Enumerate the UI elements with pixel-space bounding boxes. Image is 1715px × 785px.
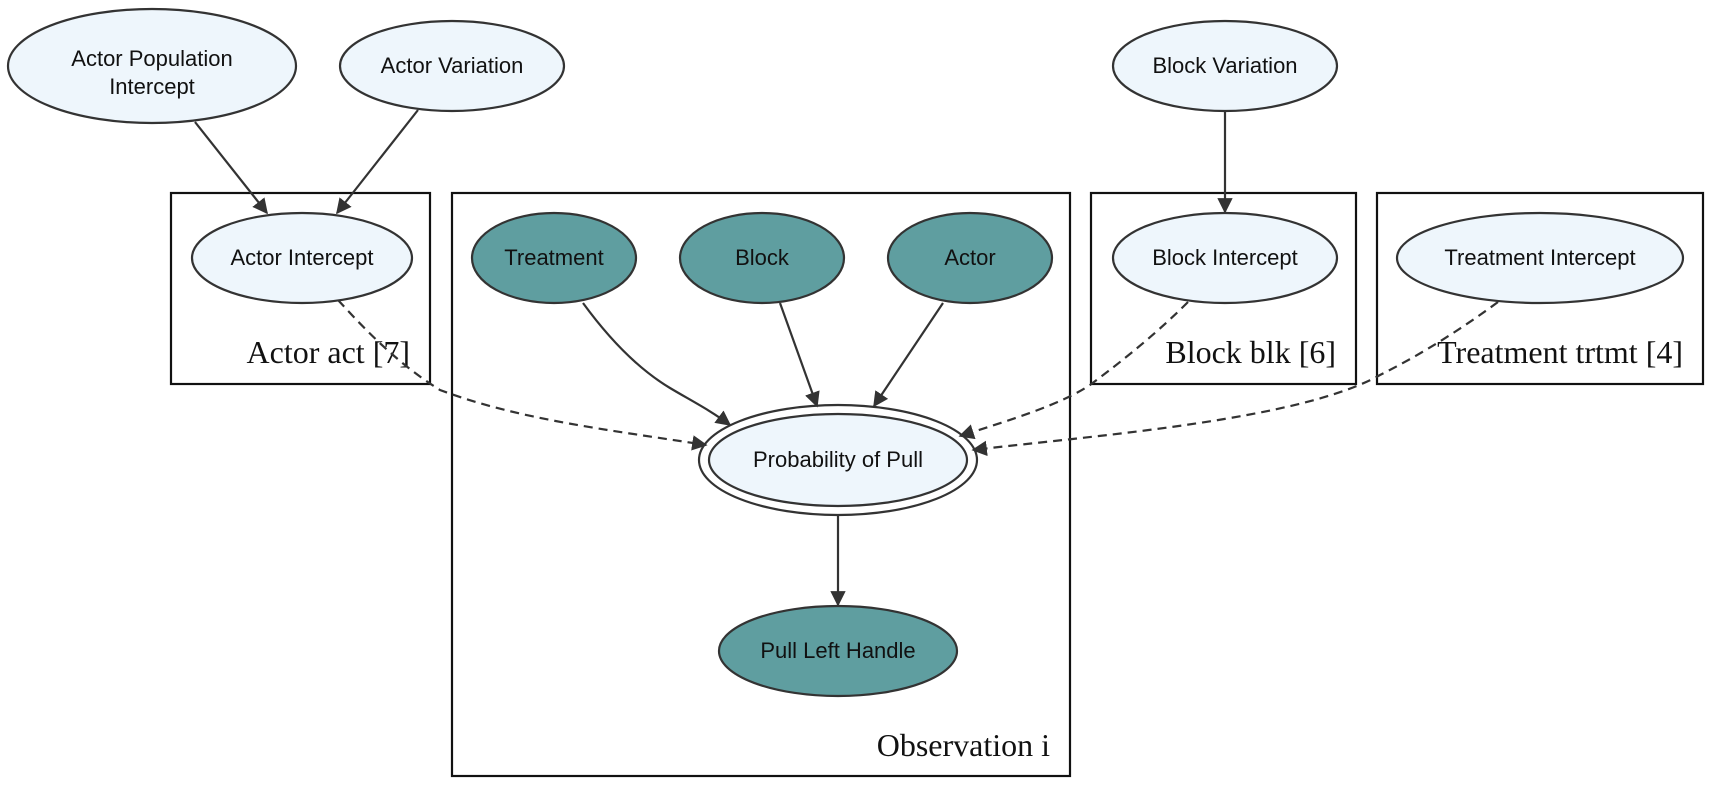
plate-observation: Observation i (450, 191, 1072, 778)
node-shape (886, 211, 1054, 305)
edge-block-intercept-to-probability-of-pull (958, 301, 1189, 440)
edge-actor-intercept-to-probability-of-pull (337, 299, 708, 451)
node-treatment-intercept: Treatment Intercept (1395, 211, 1685, 305)
edge-actor-variation-to-actor-intercept (336, 109, 419, 215)
node-label: Block (735, 245, 790, 270)
node-shape (1111, 19, 1339, 113)
edge-treatment-intercept-to-probability-of-pull (971, 301, 1499, 457)
node-shape (717, 604, 959, 698)
node-label: Treatment Intercept (1444, 245, 1635, 270)
plate-label-observation: Observation i (877, 727, 1050, 763)
edge-treatment-to-probability-of-pull (582, 302, 732, 426)
edge-actor-population-intercept-to-actor-intercept (194, 121, 268, 215)
edges (194, 109, 1499, 607)
plate-label-actor: Actor act [7] (247, 334, 410, 370)
node-outer-ring (697, 403, 979, 517)
node-label: Actor Variation (381, 53, 524, 78)
plate-treatment: Treatment trtmt [4] (1375, 191, 1705, 386)
node-block-variation: Block Variation (1111, 19, 1339, 113)
node-shape (1111, 211, 1339, 305)
node-block-intercept: Block Intercept (1111, 211, 1339, 305)
node-label: Actor Population (71, 46, 232, 71)
node-shape (470, 211, 638, 305)
node-label: Block Variation (1152, 53, 1297, 78)
edge-actor-to-probability-of-pull (873, 302, 944, 408)
node-probability-of-pull: Probability of Pull (697, 403, 979, 517)
node-label: Actor Intercept (230, 245, 373, 270)
node-label: Pull Left Handle (760, 638, 915, 663)
edge-block-to-probability-of-pull (778, 302, 820, 408)
node-label: Treatment (504, 245, 603, 270)
plate-label-block: Block blk [6] (1165, 334, 1336, 370)
plate-block: Block blk [6] (1089, 191, 1358, 386)
node-treatment: Treatment (470, 211, 638, 305)
plate-label-treatment: Treatment trtmt [4] (1437, 334, 1683, 370)
node-label: Block Intercept (1152, 245, 1298, 270)
node-label: Probability of Pull (753, 447, 923, 472)
node-shape (6, 7, 298, 125)
node-block: Block (678, 211, 846, 305)
node-shape (678, 211, 846, 305)
node-pull-left-handle: Pull Left Handle (717, 604, 959, 698)
node-label: Intercept (109, 74, 195, 99)
node-actor-intercept: Actor Intercept (190, 211, 414, 305)
node-shape (190, 211, 414, 305)
plate-actor: Actor act [7] (169, 191, 432, 386)
node-actor-variation: Actor Variation (338, 19, 566, 113)
node-actor: Actor (886, 211, 1054, 305)
node-label: Actor (944, 245, 995, 270)
node-shape (338, 19, 566, 113)
node-shape (707, 412, 969, 508)
node-shape (1395, 211, 1685, 305)
node-actor-population-intercept: Actor Population Intercept (6, 7, 298, 125)
